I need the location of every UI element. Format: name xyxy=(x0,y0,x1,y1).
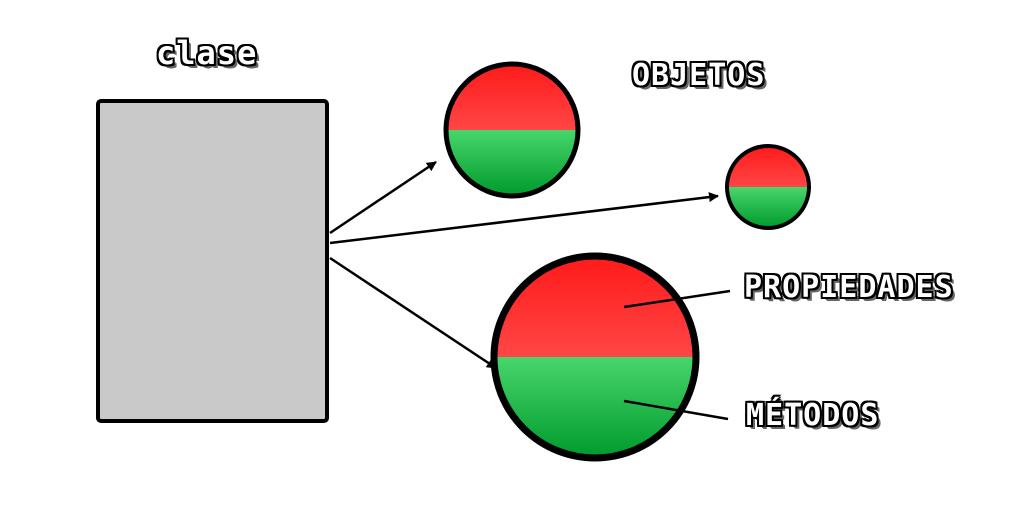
arrow-to-object-2 xyxy=(329,192,719,245)
class-box xyxy=(96,99,329,423)
metodos-pointer xyxy=(623,399,729,421)
propiedades-pointer xyxy=(623,289,731,309)
object-circle-1 xyxy=(443,61,581,199)
object-circle-3 xyxy=(490,252,700,462)
metodos-label: MÉTODOS xyxy=(746,398,880,433)
arrow-to-object-1 xyxy=(329,160,437,235)
arrow-to-object-3 xyxy=(329,256,497,370)
object-circle-2 xyxy=(725,144,811,230)
propiedades-label: PROPIEDADES xyxy=(744,270,954,305)
clase-label: clase xyxy=(156,34,258,72)
objetos-label: OBJETOS xyxy=(632,58,766,93)
